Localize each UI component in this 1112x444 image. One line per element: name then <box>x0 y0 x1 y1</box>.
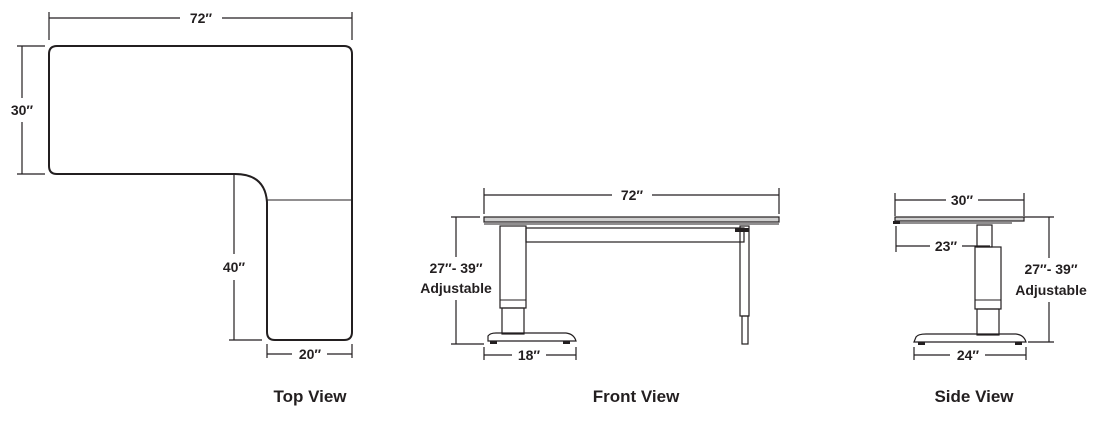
front-view: 72″ 27″- 39″ Adjustable <box>420 187 780 406</box>
top-view-width-label: 72″ <box>190 10 213 26</box>
front-view-foot-dimension: 18″ <box>483 347 577 363</box>
side-view-depth-dimension: 30″ <box>894 192 1025 216</box>
front-view-left-leg <box>499 225 527 335</box>
top-view-depth-dimension: 30″ <box>11 45 45 175</box>
side-view-height-label: 27″- 39″ <box>1024 261 1077 277</box>
front-view-right-leg <box>735 225 750 345</box>
front-view-height-note: Adjustable <box>420 280 492 296</box>
top-view-title: Top View <box>273 387 347 406</box>
side-view-inner-dimension: 23″ <box>895 226 990 254</box>
side-view-title: Side View <box>934 387 1014 406</box>
side-view-depth-label: 30″ <box>951 192 974 208</box>
top-view-width-dimension: 72″ <box>48 10 353 40</box>
side-view-foot-label: 24″ <box>957 347 980 363</box>
front-view-width-dimension: 72″ <box>483 187 780 214</box>
side-view-foot-dimension: 24″ <box>913 347 1027 363</box>
front-view-foot-label: 18″ <box>518 347 541 363</box>
side-view-inner-label: 23″ <box>935 238 958 254</box>
side-view-desktop <box>894 216 1025 222</box>
front-view-desktop <box>483 216 780 223</box>
front-view-foot <box>487 332 577 342</box>
side-view: 30″ 23″ 27″- 39″ <box>893 192 1087 406</box>
top-view-desk-outline <box>48 45 353 341</box>
top-view-return-width-dimension: 20″ <box>266 344 353 362</box>
side-view-leg <box>974 224 1002 336</box>
side-view-height-dimension: 27″- 39″ Adjustable <box>1015 216 1087 343</box>
front-view-width-label: 72″ <box>621 187 644 203</box>
front-view-height-dimension: 27″- 39″ Adjustable <box>420 216 492 345</box>
front-view-title: Front View <box>593 387 680 406</box>
top-view-return-length-dimension: 40″ <box>223 173 262 341</box>
top-view-return-width-label: 20″ <box>299 346 322 362</box>
front-view-crossbar <box>525 227 745 243</box>
side-view-foot <box>913 333 1027 343</box>
front-view-height-label: 27″- 39″ <box>429 260 482 276</box>
top-view-return-length-label: 40″ <box>223 259 246 275</box>
top-view: 72″ 30″ 40″ 20″ Top View <box>11 10 353 406</box>
top-view-depth-label: 30″ <box>11 102 34 118</box>
side-view-height-note: Adjustable <box>1015 282 1087 298</box>
